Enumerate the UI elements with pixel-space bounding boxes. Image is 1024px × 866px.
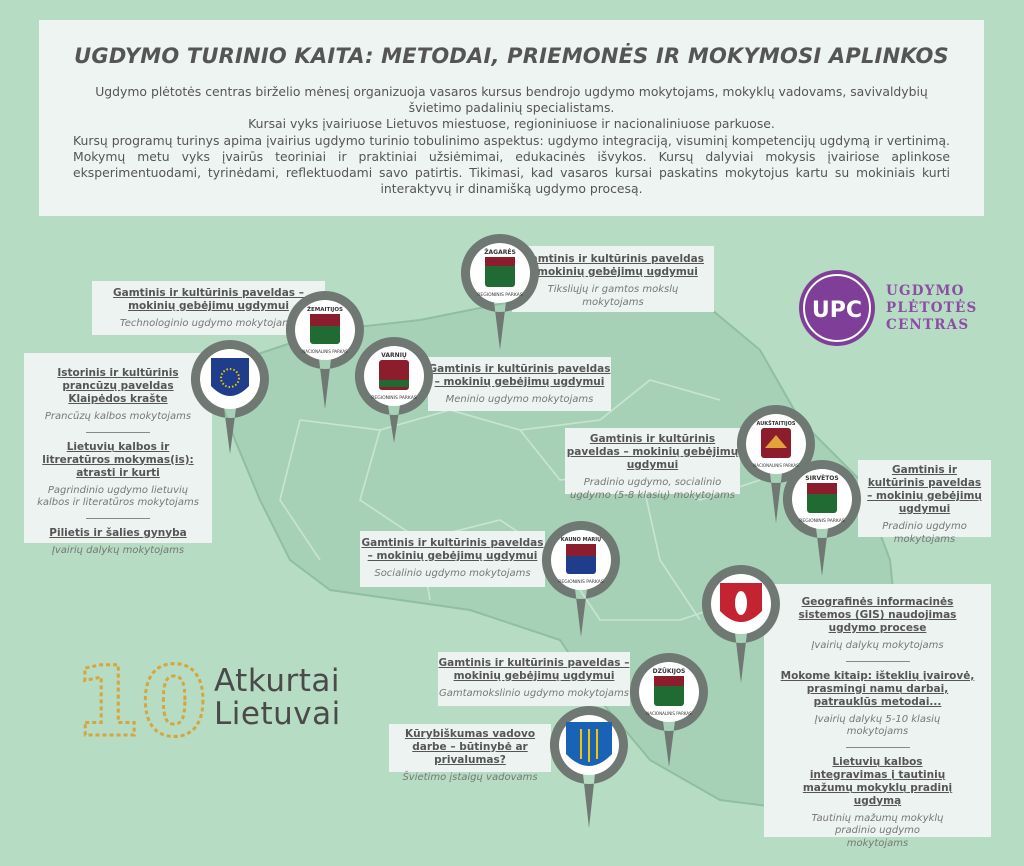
course-box-vilnius: Geografinės informacinės sistemos (GIS) … bbox=[764, 584, 991, 849]
course-box-zagares: Gamtinis ir kultūrinis paveldas – mokini… bbox=[512, 246, 714, 312]
course-box-sirvetos: Gamtinis ir kultūrinis paveldas – mokini… bbox=[858, 460, 991, 545]
park-name-top: AUKŠTAITIJOS bbox=[757, 420, 796, 427]
centenary-line-2: Lietuvai bbox=[214, 696, 341, 732]
page-title: UGDYMO TURINIO KAITA: METODAI, PRIEMONĖS… bbox=[74, 44, 949, 68]
pin-zemaitijos[interactable]: ŽEMAITIJOS NACIONALINIS PARKAS bbox=[284, 289, 366, 411]
centenary-text: Atkurtai Lietuvai bbox=[214, 665, 341, 731]
intro-paragraph-2: Kursai vyks įvairiuose Lietuvos miestuos… bbox=[248, 116, 775, 132]
park-name-bottom: REGIONINIS PARKAS bbox=[799, 518, 845, 524]
course-audience: Gamtamokslinio ugdymo mokytojams bbox=[439, 688, 629, 699]
course-audience: Pradinio ugdymo mokytojams bbox=[882, 521, 967, 545]
course-box-dzukijos: Gamtinis ir kultūrinis paveldas – mokini… bbox=[438, 652, 630, 706]
brand-line-1: UGDYMO bbox=[886, 283, 965, 299]
park-name-bottom: NACIONALINIS PARKAS bbox=[753, 463, 799, 468]
park-name-top: VARNIŲ bbox=[381, 352, 407, 359]
course-audience: Socialinio ugdymo mokytojams bbox=[374, 568, 531, 579]
course-box-aukstaitijos: Gamtinis ir kultūrinis paveldas – mokini… bbox=[565, 428, 740, 501]
upc-mark: UPC bbox=[812, 298, 862, 323]
upc-logo: UPC bbox=[799, 270, 875, 346]
pin-dzukijos[interactable]: DZŪKIJOS NACIONALINIS PARKAS bbox=[628, 651, 710, 769]
park-name-bottom: REGIONINIS PARKAS bbox=[477, 292, 523, 298]
course-title[interactable]: Gamtinis ir kultūrinis paveldas – mokini… bbox=[867, 464, 982, 515]
course-title[interactable]: Geografinės informacinės sistemos (GIS) … bbox=[798, 596, 957, 634]
park-name-top: SIRVĖTOS bbox=[805, 475, 838, 482]
park-name-top: DZŪKIJOS bbox=[653, 668, 686, 675]
park-name-top: KAUNO MARIŲ bbox=[561, 537, 601, 543]
pin-zagares[interactable]: ŽAGARĖS REGIONINIS PARKAS bbox=[459, 232, 541, 352]
course-box-kauno: Gamtinis ir kultūrinis paveldas – mokini… bbox=[360, 531, 545, 587]
pin-varniu[interactable]: VARNIŲ REGIONINIS PARKAS bbox=[353, 335, 435, 445]
intro-text: Ugdymo plėtotės centras birželio mėnesį … bbox=[73, 84, 950, 197]
course-audience: Meninio ugdymo mokytojams bbox=[445, 394, 594, 405]
course-audience: Įvairių dalykų mokytojams bbox=[811, 640, 944, 651]
centenary-100-logo: 100 bbox=[74, 655, 208, 743]
brand-name: UGDYMO PLĖTOTĖS CENTRAS bbox=[886, 283, 977, 334]
divider bbox=[86, 431, 150, 433]
course-box-klaipeda: Istorinis ir kultūrinis prancūzų pavelda… bbox=[24, 353, 212, 556]
pin-aukstaitijos[interactable]: AUKŠTAITIJOS NACIONALINIS PARKAS bbox=[735, 403, 817, 525]
park-name-bottom: NACIONALINIS PARKAS bbox=[302, 349, 348, 354]
brand-line-2: PLĖTOTĖS bbox=[886, 300, 978, 316]
course-title[interactable]: Gamtinis ir kultūrinis paveldas – mokini… bbox=[428, 363, 611, 388]
centenary-number: 100 bbox=[74, 655, 208, 743]
intro-paragraph-3: Kursų programų turinys apima įvairius ug… bbox=[73, 132, 950, 197]
course-audience: Pagrindinio ugdymo lietuvių kalbos ir li… bbox=[37, 484, 199, 509]
course-audience: Technologinio ugdymo mokytojams bbox=[119, 318, 298, 329]
course-audience: Švietimo įstaigų vadovams bbox=[402, 772, 538, 783]
header-panel: UGDYMO TURINIO KAITA: METODAI, PRIEMONĖS… bbox=[39, 20, 984, 216]
centenary-line-1: Atkurtai bbox=[214, 663, 340, 699]
course-title[interactable]: Istorinis ir kultūrinis prancūzų pavelda… bbox=[57, 367, 179, 405]
course-audience: Įvairių dalykų mokytojams bbox=[51, 544, 185, 556]
intro-paragraph-1: Ugdymo plėtotės centras birželio mėnesį … bbox=[95, 84, 928, 116]
course-title[interactable]: Gamtinis ir kultūrinis paveldas – mokini… bbox=[566, 433, 739, 471]
course-audience: Prancūzų kalbos mokytojams bbox=[44, 411, 192, 422]
park-name-bottom: REGIONINIS PARKAS bbox=[558, 579, 604, 585]
pin-kauno[interactable]: KAUNO MARIŲ REGIONINIS PARKAS bbox=[540, 519, 622, 639]
course-box-druskininkai: Kūrybiškumas vadovo darbe – būtinybė ar … bbox=[389, 724, 551, 783]
park-name-top: ŽEMAITIJOS bbox=[307, 305, 343, 313]
divider bbox=[86, 517, 150, 519]
course-title[interactable]: Pilietis ir šalies gynyba bbox=[49, 526, 187, 539]
course-audience: Tiksliųjų ir gamtos mokslų mokytojams bbox=[547, 284, 679, 308]
course-audience: Pradinio ugdymo, socialinio ugdymo (5-8 … bbox=[570, 477, 735, 501]
course-title[interactable]: Gamtinis ir kultūrinis paveldas – mokini… bbox=[438, 657, 630, 682]
course-title[interactable]: Mokome kitaip: išteklių įvairovė, prasmi… bbox=[780, 669, 975, 708]
course-title[interactable]: Lietuvių kalbos ir litreratūros mokymas(… bbox=[42, 440, 194, 479]
park-name-bottom: NACIONALINIS PARKAS bbox=[646, 711, 692, 716]
course-title[interactable]: Gamtinis ir kultūrinis paveldas – mokini… bbox=[521, 253, 704, 278]
course-audience: Tautinių mažumų mokyklų pradinio ugdymo … bbox=[811, 812, 944, 849]
brand-line-3: CENTRAS bbox=[886, 317, 970, 333]
park-name-top: ŽAGARĖS bbox=[484, 248, 516, 256]
park-name-bottom: REGIONINIS PARKAS bbox=[371, 395, 417, 401]
divider bbox=[845, 660, 910, 662]
pin-klaipeda[interactable] bbox=[189, 338, 271, 456]
pin-sirvetos[interactable]: SIRVĖTOS REGIONINIS PARKAS bbox=[781, 458, 863, 578]
course-title[interactable]: Gamtinis ir kultūrinis paveldas – mokini… bbox=[361, 537, 544, 562]
divider bbox=[845, 746, 910, 748]
course-title[interactable]: Gamtinis ir kultūrinis paveldas – mokini… bbox=[113, 287, 304, 312]
course-title[interactable]: Kūrybiškumas vadovo darbe – būtinybė ar … bbox=[404, 728, 536, 766]
course-box-varniu: Gamtinis ir kultūrinis paveldas – mokini… bbox=[428, 357, 611, 411]
course-audience: Įvairių dalykų 5-10 klasių mokytojams bbox=[814, 713, 941, 738]
pin-vilnius[interactable] bbox=[700, 563, 782, 685]
course-title[interactable]: Lietuvių kalbos integravimas į tautinių … bbox=[802, 755, 953, 807]
pin-druskininkai[interactable] bbox=[548, 704, 630, 830]
